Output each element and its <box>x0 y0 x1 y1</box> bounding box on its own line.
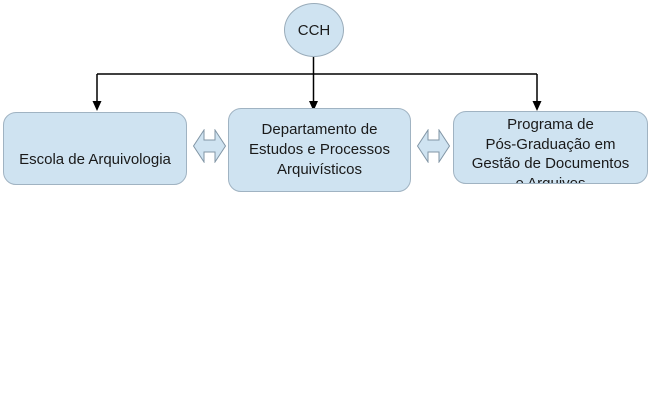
root-node-cch: CCH <box>284 3 344 57</box>
org-box-label-line: Pós-Graduação em <box>485 135 616 153</box>
org-box-label-line: Programa de <box>507 116 594 133</box>
bidirectional-arrow-icon <box>193 129 226 163</box>
org-box-label-line: Departamento de <box>261 121 378 138</box>
root-node-label: CCH <box>297 21 331 39</box>
arrowhead-down-icon <box>92 101 102 111</box>
org-box-label-line-clipped: e Arquivos <box>515 174 586 184</box>
arrowhead-down-icon <box>532 101 542 111</box>
bidirectional-arrow-icon <box>417 129 450 163</box>
org-box-escola-de-arquivologia: Escola de Arquivologia <box>3 112 187 185</box>
org-box-label-line: Arquivísticos <box>276 161 363 178</box>
org-box-label-line: Gestão de Documentos <box>471 155 630 172</box>
org-box-departamento-estudos-processos-arquivisticos: Departamento de Estudos e Processos Arqu… <box>228 108 411 192</box>
org-box-label-line: Estudos e Processos <box>249 141 390 158</box>
org-box-label-line: Escola de Arquivologia <box>19 151 171 168</box>
org-box-programa-pos-graduacao-gestao-documentos: Programa de Pós-Graduação em Gestão de D… <box>453 111 648 184</box>
